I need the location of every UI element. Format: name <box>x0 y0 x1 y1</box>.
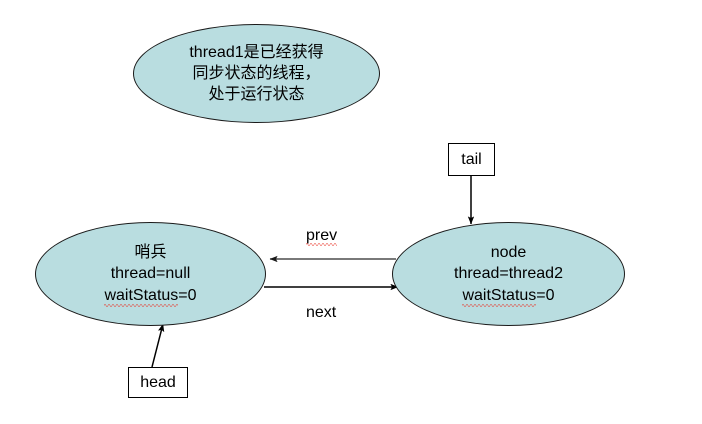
edge-label-prev: prev <box>306 227 338 246</box>
pointer-head-arrow <box>151 323 165 368</box>
node-ellipse-sentinel: 哨兵 thread=null waitStatus=0 <box>35 222 266 326</box>
node-thread: thread=thread2 <box>454 265 563 283</box>
node-title: node <box>490 244 527 262</box>
pointer-box-tail-label: tail <box>461 150 482 168</box>
note-ellipse-thread1: thread1是已经获得 同步状态的线程， 处于运行状态 <box>133 24 380 123</box>
pointer-box-tail: tail <box>448 143 495 176</box>
node-waitstatus: waitStatus=0 <box>462 285 555 307</box>
note-line-2: 同步状态的线程， <box>192 64 321 82</box>
sentinel-waitstatus: waitStatus=0 <box>104 285 197 307</box>
edge-label-prev-text: prev <box>306 227 338 246</box>
node-waitstatus-term: waitStatus <box>462 285 536 307</box>
note-line-3: 处于运行状态 <box>208 86 305 104</box>
note-line-1: thread1是已经获得 <box>189 43 324 61</box>
edge-label-next: next <box>306 304 337 321</box>
node-waitstatus-value: =0 <box>536 286 555 304</box>
sentinel-title: 哨兵 <box>134 244 167 262</box>
pointer-box-head-label: head <box>140 373 176 391</box>
sentinel-thread: thread=null <box>110 265 191 283</box>
pointer-box-head: head <box>128 367 188 398</box>
node-ellipse-node: node thread=thread2 waitStatus=0 <box>392 222 625 326</box>
sentinel-waitstatus-value: =0 <box>178 286 197 304</box>
sentinel-waitstatus-term: waitStatus <box>104 285 178 307</box>
